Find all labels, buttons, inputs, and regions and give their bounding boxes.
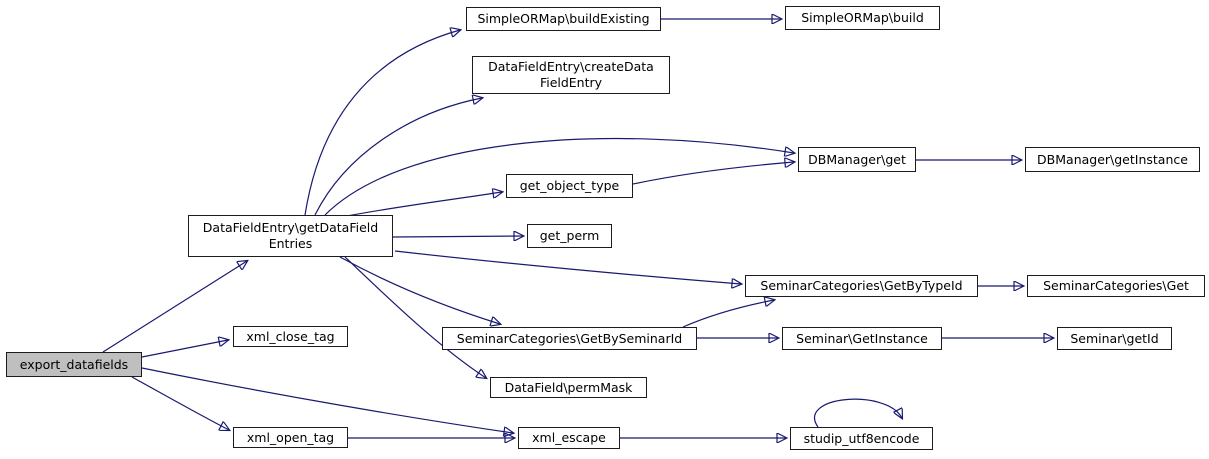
- node-studip_utf8encode[interactable]: studip_utf8encode: [790, 427, 933, 450]
- node-xml_escape[interactable]: xml_escape: [518, 427, 620, 449]
- node-xml_open_tag[interactable]: xml_open_tag: [233, 427, 348, 448]
- edge-getDataFieldEntries-to-get_perm: [392, 236, 523, 237]
- node-get_perm[interactable]: get_perm: [527, 224, 612, 248]
- node-label: DBManager\get: [808, 151, 906, 167]
- node-SeminarCategories_Get[interactable]: SeminarCategories\Get: [1027, 275, 1205, 297]
- node-label: export_datafields: [19, 356, 129, 372]
- edge-getDataFieldEntries-to-createDataFieldEntry: [314, 98, 482, 216]
- node-DBManager_get[interactable]: DBManager\get: [798, 147, 916, 172]
- edge-export_datafields-to-xml_escape: [141, 367, 513, 433]
- node-label: DataFieldEntry\getDataField: [202, 220, 379, 235]
- node-GetByTypeId[interactable]: SeminarCategories\GetByTypeId: [745, 275, 978, 297]
- edge-get_object_type-to-DBManager_get: [632, 162, 794, 185]
- edge-getDataFieldEntries-to-buildExisting: [304, 30, 460, 216]
- node-label: studip_utf8encode: [803, 430, 920, 446]
- node-label: Entries: [268, 236, 313, 251]
- edge-export_datafields-to-xml_close_tag: [141, 340, 228, 358]
- node-label: DBManager\getInstance: [1037, 151, 1188, 167]
- node-label: SeminarCategories\GetBySeminarId: [456, 330, 683, 346]
- node-Seminar_getId[interactable]: Seminar\getId: [1057, 327, 1172, 350]
- node-get_object_type[interactable]: get_object_type: [506, 174, 633, 198]
- node-buildExisting[interactable]: SimpleORMap\buildExisting: [466, 7, 661, 31]
- node-label: SimpleORMap\buildExisting: [477, 11, 650, 26]
- node-xml_close_tag[interactable]: xml_close_tag: [233, 326, 348, 347]
- node-GetBySeminarId[interactable]: SeminarCategories\GetBySeminarId: [442, 327, 697, 350]
- node-label: DataFieldEntry\createData: [488, 59, 654, 74]
- node-label: SeminarCategories\Get: [1043, 278, 1189, 293]
- node-label: get_object_type: [519, 178, 620, 193]
- node-label: SimpleORMap\build: [801, 10, 924, 25]
- node-export_datafields[interactable]: export_datafields: [6, 352, 142, 377]
- node-label: Seminar\getId: [1070, 330, 1159, 346]
- node-label: Seminar\GetInstance: [796, 330, 928, 346]
- node-permMask[interactable]: DataField\permMask: [490, 377, 647, 398]
- node-label: get_perm: [539, 228, 600, 243]
- node-label: DataField\permMask: [504, 379, 633, 395]
- node-label: xml_close_tag: [246, 328, 335, 344]
- edge-getDataFieldEntries-to-permMask: [344, 256, 486, 378]
- edge-getDataFieldEntries-to-GetBySeminarId: [339, 256, 500, 324]
- node-label: xml_open_tag: [246, 429, 335, 445]
- edge-getDataFieldEntries-to-get_object_type: [346, 192, 502, 217]
- edge-export_datafields-to-xml_open_tag: [131, 376, 229, 430]
- node-build[interactable]: SimpleORMap\build: [785, 6, 940, 30]
- edge-studip_utf8encode-to-studip_utf8encode: [814, 398, 902, 428]
- node-Seminar_GetInstance[interactable]: Seminar\GetInstance: [782, 327, 942, 350]
- edge-export_datafields-to-getDataFieldEntries: [102, 261, 247, 353]
- edge-GetBySeminarId-to-GetByTypeId: [682, 300, 774, 328]
- edge-getDataFieldEntries-to-GetByTypeId: [394, 250, 741, 284]
- node-label: xml_escape: [532, 430, 606, 445]
- node-label: SeminarCategories\GetByTypeId: [760, 278, 963, 293]
- node-label: FieldEntry: [539, 75, 603, 90]
- node-DBManager_getInstance[interactable]: DBManager\getInstance: [1025, 147, 1200, 172]
